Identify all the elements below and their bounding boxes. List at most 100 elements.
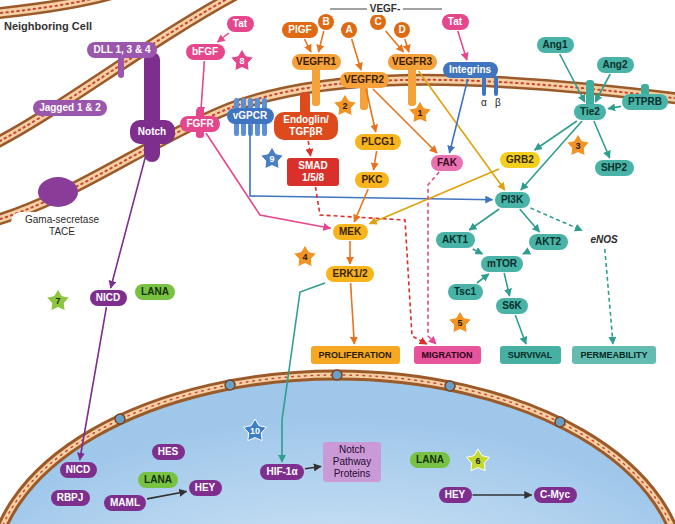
growth-factor: FGFR <box>180 116 220 132</box>
node-text: Ang2 <box>603 59 628 71</box>
signal-arrow <box>473 249 483 254</box>
callout-number: 5 <box>457 317 462 329</box>
signal-arrow <box>560 54 585 102</box>
signal-arrow <box>349 241 351 264</box>
callout-number: 1 <box>408 100 432 124</box>
node-text: PERMEABILITY <box>580 349 647 361</box>
protein-label: eNOS <box>584 232 624 248</box>
signaling-protein: PI3K <box>495 192 530 208</box>
signal-arrow <box>458 31 467 60</box>
membrane-dots <box>0 0 118 14</box>
node-text: MIGRATION <box>422 349 473 361</box>
callout-number: 10 <box>243 418 267 442</box>
membrane-inner <box>0 0 240 146</box>
callout-number: 2 <box>333 93 357 117</box>
nuclear-pore <box>225 380 235 390</box>
vegf-ligand: PlGF <box>282 22 318 38</box>
node-text: PLCG1 <box>361 136 394 148</box>
node-text: VEGFR1 <box>296 56 336 68</box>
signal-arrow <box>473 494 532 496</box>
nucleus <box>0 375 675 524</box>
subunit-label: α <box>481 97 487 109</box>
dll-glyph <box>118 56 124 78</box>
adaptor-protein: GRB2 <box>500 152 540 168</box>
notch-ligand: Jagged 1 & 2 <box>33 100 107 116</box>
signal-arrow <box>405 39 409 52</box>
membrane-outer <box>0 80 675 222</box>
node-text: SMAD 1/5/8 <box>293 160 333 184</box>
callout-star-shape <box>567 134 590 156</box>
membrane-receptor: vGPCR <box>227 108 274 124</box>
signal-arrow <box>111 145 149 288</box>
signal-arrow <box>282 283 325 462</box>
node-text: MEK <box>339 226 361 238</box>
notch-protein: HEY <box>189 480 222 496</box>
callout-number: 4 <box>293 244 317 268</box>
node-text: Notch <box>138 126 166 138</box>
signal-arrow <box>80 307 107 460</box>
callout-star-shape <box>449 311 472 333</box>
signal-arrow <box>315 187 426 344</box>
notch-protein: NICD <box>90 290 127 306</box>
signal-arrow <box>351 283 355 344</box>
notch-ligand: DLL 1, 3 & 4 <box>87 42 157 58</box>
signal-arrow <box>449 79 467 153</box>
notch-protein: HES <box>152 444 185 460</box>
node-text: Tsc1 <box>454 286 476 298</box>
growth-factor: Tat <box>227 16 254 32</box>
callout-number: 7 <box>55 295 60 307</box>
signal-arrow <box>595 74 610 102</box>
cell-membrane <box>0 80 675 222</box>
node-text: Jagged 1 & 2 <box>39 102 101 114</box>
subunit-label: β <box>495 97 501 109</box>
family-label: VEGF- <box>367 3 404 15</box>
callout-star-shape <box>294 245 317 267</box>
callout-number: 4 <box>302 251 307 263</box>
node-text: eNOS <box>590 234 617 246</box>
callout-star-shape <box>334 94 357 116</box>
signal-arrow <box>477 274 489 283</box>
node-text: RBPJ <box>57 492 84 504</box>
subunit-label: β <box>495 97 501 109</box>
membrane-outer <box>0 0 240 146</box>
node-text: ERK1/2 <box>332 268 367 280</box>
callout-star-shape <box>467 449 490 471</box>
node-text: VEGFR3 <box>392 56 432 68</box>
membrane-inner <box>0 80 675 222</box>
callout-star-shape <box>261 147 284 169</box>
node-text: D <box>398 24 405 36</box>
callout-star-shape <box>409 101 432 123</box>
notch-protein: NICD <box>60 462 97 478</box>
node-text: FAK <box>437 157 457 169</box>
node-text: MAML <box>110 497 140 509</box>
notch-protein: RBPJ <box>51 490 90 506</box>
membrane-receptor: Integrins <box>443 62 498 78</box>
nuclear-pore <box>445 381 455 391</box>
node-text: bFGF <box>192 46 218 58</box>
node-text: HEY <box>195 482 216 494</box>
callout-number: 5 <box>448 310 472 334</box>
protein-label: Gama-secretase TACE <box>11 212 113 240</box>
connector-group <box>80 31 621 499</box>
signal-arrow <box>594 121 610 158</box>
node-text: Integrins <box>449 64 491 76</box>
node-text: vGPCR <box>233 110 267 122</box>
signal-arrow <box>354 189 368 222</box>
node-text: SHP2 <box>601 162 627 174</box>
nuclear-envelope-dots <box>0 375 675 524</box>
signal-arrow <box>201 61 205 114</box>
callout-number: 9 <box>269 153 274 165</box>
node-text: GRB2 <box>506 154 534 166</box>
node-text: LANA <box>416 454 444 466</box>
callout-number: 6 <box>475 455 480 467</box>
notch-protein: HIF-1α <box>260 464 304 480</box>
signal-arrow <box>608 106 621 108</box>
membrane-inner <box>0 0 118 14</box>
neighbor-membrane-top <box>0 0 118 14</box>
vegfr-stalk <box>312 66 320 106</box>
signaling-protein: mTOR <box>481 256 523 272</box>
signal-arrow <box>520 209 540 232</box>
kinase: PKC <box>355 172 389 188</box>
